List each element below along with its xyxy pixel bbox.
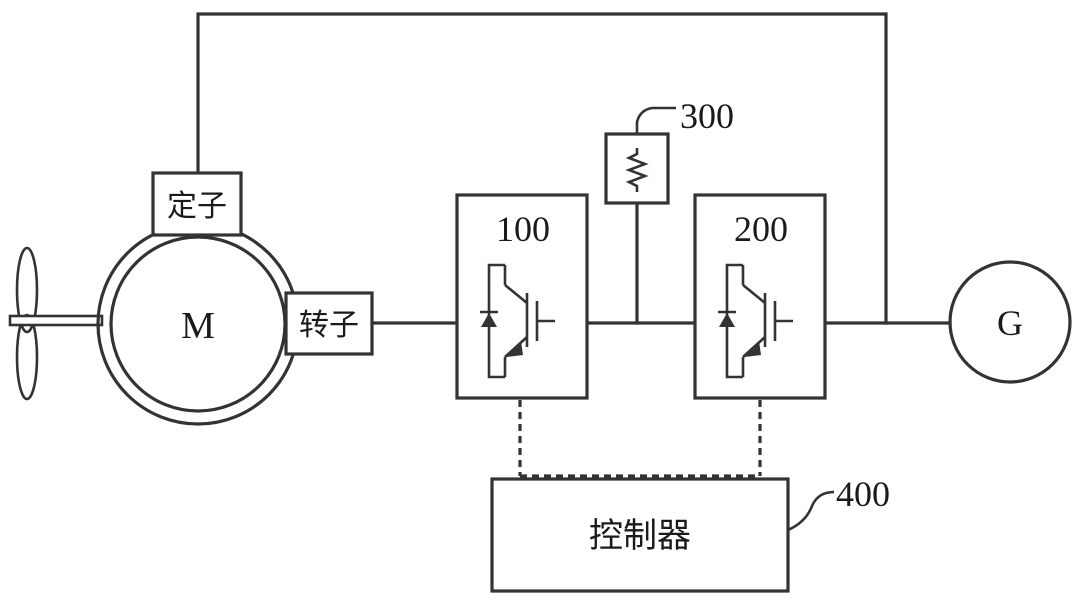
igbt-icon xyxy=(480,263,555,379)
motor-label: M xyxy=(181,305,215,347)
stator-feed-wire xyxy=(196,12,888,325)
fan-blade-icon xyxy=(8,246,104,401)
converter-100: 100 xyxy=(455,193,589,400)
wiring xyxy=(196,12,952,325)
converter-200: 200 xyxy=(693,193,827,400)
stator-box: 定子 xyxy=(151,171,243,237)
resistor-leader-line xyxy=(635,106,676,134)
diode-icon xyxy=(480,310,498,327)
igbt-icon xyxy=(718,263,793,379)
rotor-label: 转子 xyxy=(299,308,359,343)
controller-ref-label: 400 xyxy=(836,474,890,514)
controller-label: 控制器 xyxy=(589,516,691,556)
converter-100-label: 100 xyxy=(496,209,550,249)
converter-200-label: 200 xyxy=(734,209,788,249)
controller-leader-line xyxy=(787,490,835,532)
motor: M xyxy=(96,222,300,426)
grid-label: G xyxy=(997,303,1023,343)
stator-label: 定子 xyxy=(167,189,227,224)
resistor-icon xyxy=(625,148,649,192)
resistor-300: 300 xyxy=(604,96,734,205)
diode-icon xyxy=(718,310,736,327)
resistor-ref-label: 300 xyxy=(680,96,734,136)
controller: 控制器 400 xyxy=(490,400,890,593)
grid: G xyxy=(948,260,1072,384)
rotor-box: 转子 xyxy=(284,291,374,356)
